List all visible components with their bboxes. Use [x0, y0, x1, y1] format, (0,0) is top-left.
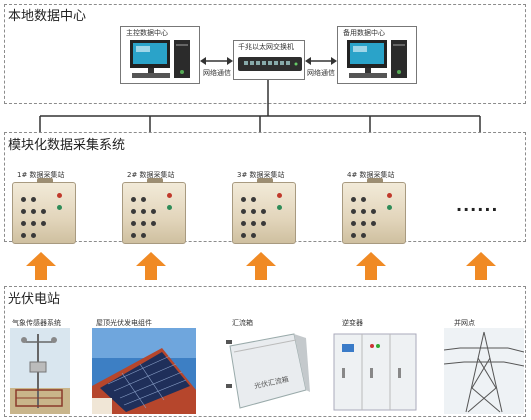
- inverter-photo: [333, 333, 417, 411]
- local-data-center-title: 本地数据中心: [8, 9, 87, 24]
- more-stations-ellipsis: ......: [456, 196, 499, 215]
- computer-icon: [347, 40, 407, 78]
- pv-item-label: 屋顶光伏发电组件: [96, 319, 152, 327]
- data-acquisition-cabinet: [342, 178, 406, 244]
- station-label: 3# 数据采集站: [237, 171, 285, 179]
- orange-up-arrow: [466, 252, 496, 280]
- orange-up-arrow: [26, 252, 56, 280]
- ethernet-switch-icon: [238, 57, 302, 71]
- switch-label: 千兆以太网交换机: [238, 43, 294, 51]
- weather-sensor-photo: [10, 328, 70, 414]
- pv-item-label: 汇流箱: [232, 319, 253, 327]
- orange-up-arrow: [136, 252, 166, 280]
- combiner-box-photo: [226, 333, 310, 409]
- data-acquisition-cabinet: [122, 178, 186, 244]
- pv-station-title: 光伏电站: [8, 292, 61, 307]
- backup-data-center-label: 备用数据中心: [343, 29, 385, 37]
- main-data-center-label: 主控数据中心: [126, 29, 168, 37]
- orange-up-arrow: [356, 252, 386, 280]
- acquisition-title: 模块化数据采集系统: [8, 138, 126, 153]
- station-label: 1# 数据采集站: [17, 171, 65, 179]
- data-acquisition-cabinet: [12, 178, 76, 244]
- station-label: 4# 数据采集站: [347, 171, 395, 179]
- grid-tower-photo: [444, 328, 524, 414]
- pv-item-label: 逆变器: [342, 319, 363, 327]
- network-link-left-arrow: [200, 57, 233, 65]
- orange-up-arrow: [246, 252, 276, 280]
- station-label: 2# 数据采集站: [127, 171, 175, 179]
- network-link-right-arrow: [305, 57, 337, 65]
- data-acquisition-cabinet: [232, 178, 296, 244]
- rooftop-pv-panels-photo: [92, 328, 196, 414]
- network-link-left-label: 网络通信: [203, 69, 231, 77]
- pv-item-label: 并网点: [454, 319, 475, 327]
- pv-item-label: 气象传感器系统: [12, 319, 61, 327]
- computer-icon: [130, 40, 190, 78]
- network-link-right-label: 网络通信: [307, 69, 335, 77]
